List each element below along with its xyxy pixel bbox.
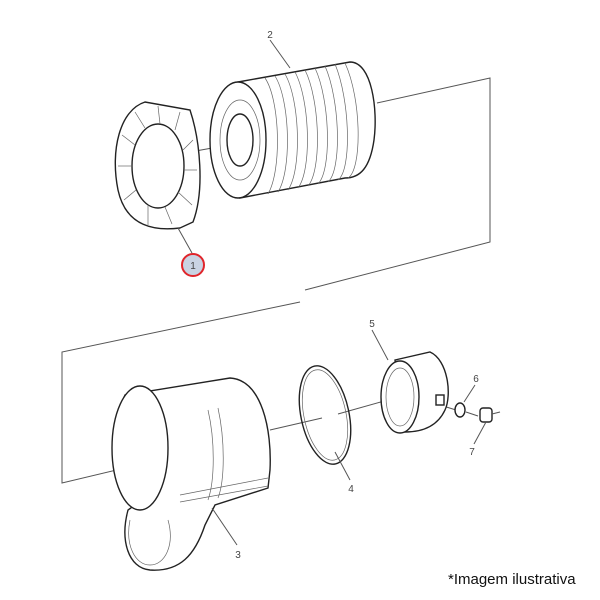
callout-7[interactable]: 7: [469, 447, 475, 458]
part-3-air-cleaner-housing[interactable]: [111, 377, 271, 571]
part-1-precleaner-cap[interactable]: [114, 101, 201, 254]
part-4-clamp-ring[interactable]: [291, 361, 359, 481]
callout-1-highlight[interactable]: [181, 253, 205, 277]
callout-6[interactable]: 6: [473, 374, 479, 385]
part-6-seal-ring[interactable]: [454, 384, 476, 418]
part-5-end-cover[interactable]: [371, 329, 449, 434]
callout-5[interactable]: 5: [369, 319, 375, 330]
callout-3[interactable]: 3: [235, 550, 241, 561]
illustrative-image-caption: *Imagem ilustrativa: [448, 571, 576, 588]
callout-2[interactable]: 2: [267, 30, 273, 41]
callout-1[interactable]: 1: [190, 261, 196, 272]
callout-4[interactable]: 4: [348, 484, 354, 495]
part-2-filter-element[interactable]: [209, 39, 376, 199]
part-7-valve[interactable]: [473, 407, 501, 445]
